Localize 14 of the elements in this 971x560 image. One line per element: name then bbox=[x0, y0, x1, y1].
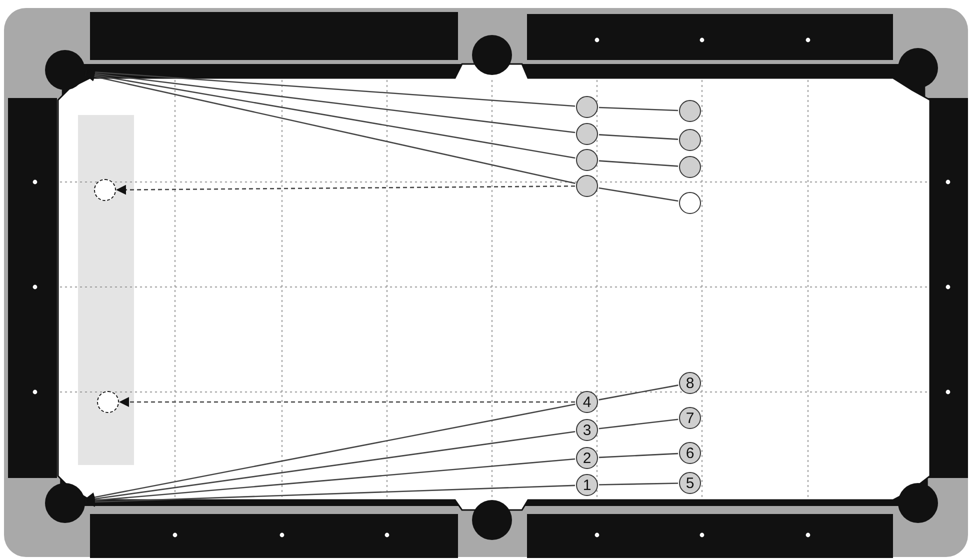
path-line bbox=[598, 106, 678, 112]
path-line bbox=[598, 482, 678, 486]
path-line bbox=[598, 160, 678, 167]
dashed-arrow bbox=[119, 397, 575, 407]
path-line bbox=[598, 418, 678, 430]
dashed-arrow bbox=[116, 184, 575, 195]
arrow bbox=[84, 68, 576, 134]
arrow bbox=[84, 72, 576, 184]
arrow bbox=[84, 70, 576, 159]
path-line bbox=[598, 452, 678, 458]
path-line bbox=[598, 134, 678, 140]
arrow bbox=[85, 484, 576, 507]
path-line bbox=[598, 384, 678, 400]
path-line bbox=[598, 187, 678, 202]
